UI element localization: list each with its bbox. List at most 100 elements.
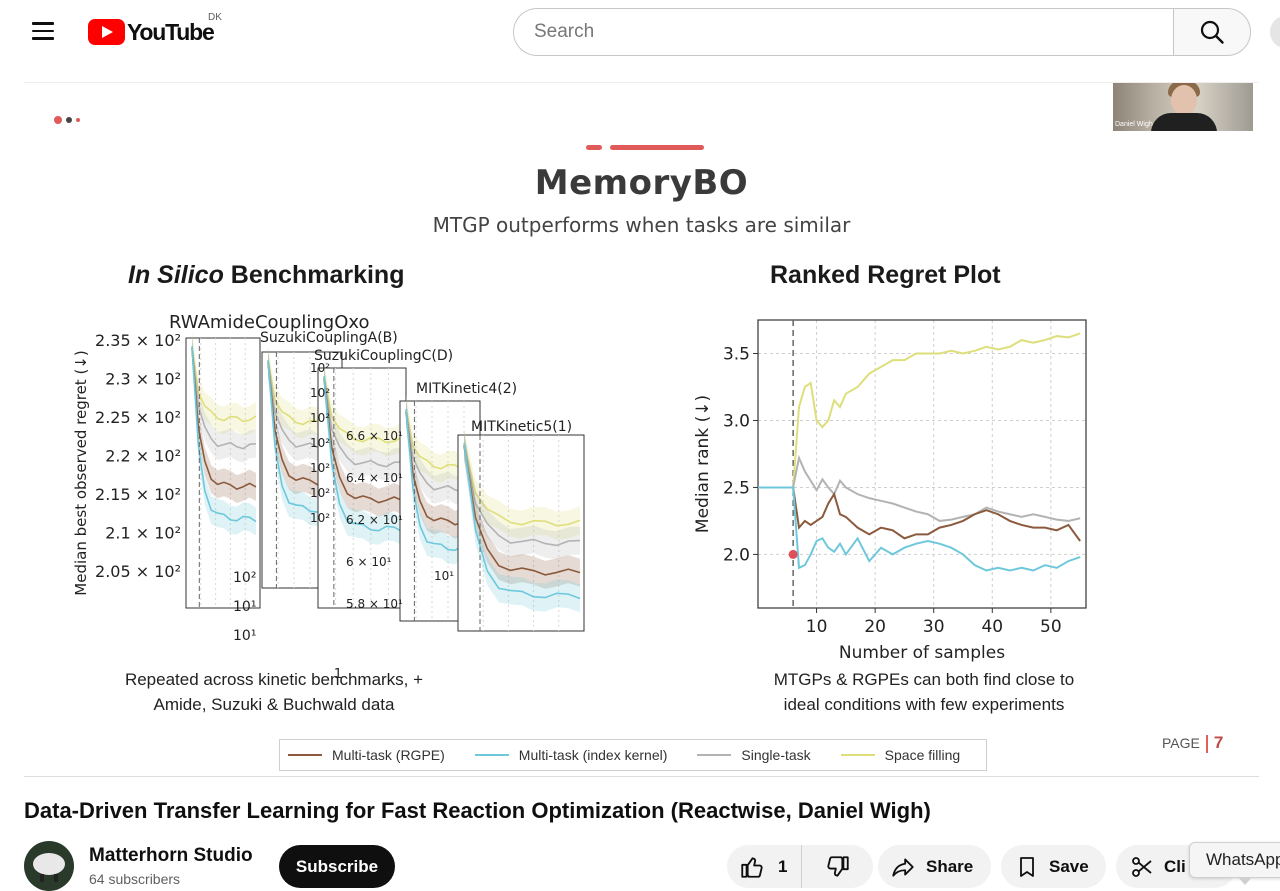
chart-legend: Multi-task (RGPE) Multi-task (index kern… xyxy=(279,739,987,771)
y-axis-label: Median rank (↓) xyxy=(693,395,713,533)
y-tick-label: 10¹ xyxy=(233,628,256,644)
channel-avatar[interactable] xyxy=(24,841,74,891)
panel-series-line xyxy=(323,378,403,504)
subscribe-button[interactable]: Subscribe xyxy=(279,845,395,888)
panel-frame xyxy=(457,434,585,632)
y-tick-label: 3.5 xyxy=(723,344,750,364)
panel-series-line xyxy=(463,443,581,600)
y-tick-label: 5.8 × 10¹ xyxy=(346,597,403,611)
panel-title: RWAmideCouplingOxo xyxy=(169,312,369,333)
legend-label: Multi-task (RGPE) xyxy=(332,747,445,763)
speaker-webcam: Daniel Wigh xyxy=(1113,83,1253,131)
thumbs-up-icon xyxy=(741,856,763,878)
logo-text: YouTube xyxy=(127,18,215,45)
y-tick-label: 10² xyxy=(310,361,330,375)
panel-series-line xyxy=(323,378,403,468)
uncertainty-band xyxy=(406,395,476,566)
benchmark-panel xyxy=(457,429,585,632)
save-button[interactable]: Save xyxy=(1001,845,1106,888)
right-caption-line2: ideal conditions with few experiments xyxy=(783,695,1065,714)
panel-series-line xyxy=(463,445,581,547)
y-tick-label: 2.2 × 10² xyxy=(105,447,181,466)
left-caption-line1: Repeated across kinetic benchmarks, + xyxy=(124,670,424,689)
legend-swatch xyxy=(288,754,322,756)
uncertainty-band xyxy=(268,346,338,527)
panel-series-line xyxy=(323,376,403,533)
y-tick-label: 10² xyxy=(233,570,256,586)
x-tick-label: 20 xyxy=(864,617,886,637)
menu-icon[interactable] xyxy=(32,22,56,42)
panel-series-line xyxy=(191,348,257,491)
country-code: DK xyxy=(208,12,222,23)
uncertainty-band xyxy=(268,348,338,499)
y-tick-label: 2.3 × 10² xyxy=(105,370,181,389)
y-tick-label: 6 × 10¹ xyxy=(346,555,392,569)
legend-item-index-kernel: Multi-task (index kernel) xyxy=(474,747,668,763)
y-tick-label: 2.35 × 10² xyxy=(95,331,181,350)
clip-label: Cli xyxy=(1164,856,1186,876)
video-player[interactable]: Daniel Wigh MemoryBO MTGP outperforms wh… xyxy=(24,82,1259,777)
title-accent-bars xyxy=(586,145,704,150)
series-line-multi-task-index-kernel- xyxy=(758,486,1081,572)
panel-series-line xyxy=(191,345,257,423)
webcam-name: Daniel Wigh xyxy=(1115,121,1153,128)
y-tick-label: 3.0 xyxy=(723,411,750,431)
account-avatar[interactable] xyxy=(1270,16,1280,48)
panel-series-line xyxy=(323,375,403,444)
y-tick-label: 2.1 × 10² xyxy=(105,524,181,543)
dislike-button[interactable] xyxy=(802,845,873,888)
series-line-single-task xyxy=(758,454,1081,522)
panel-frame xyxy=(317,367,407,609)
left-heading: In Silico Benchmarking xyxy=(128,261,404,290)
panel-title: MITKinetic4(2) xyxy=(416,381,517,397)
legend-label: Multi-task (index kernel) xyxy=(518,747,668,763)
y-tick-label: 2.05 × 10² xyxy=(95,562,181,581)
left-caption-line2: Amide, Suzuki & Buchwald data xyxy=(153,695,395,714)
x-tick-label: 50 xyxy=(1040,617,1062,637)
y-tick-label: 6.2 × 10¹ xyxy=(346,513,403,527)
y-tick-label: 2.5 xyxy=(723,478,750,498)
panel-series-line xyxy=(191,348,257,450)
left-heading-italic: In Silico xyxy=(128,261,224,289)
plot-frame xyxy=(757,319,1087,609)
search-icon xyxy=(1200,20,1224,44)
search-button[interactable] xyxy=(1173,8,1251,56)
legend-item-space-filling: Space filling xyxy=(840,747,961,763)
search-placeholder: Search xyxy=(534,21,595,42)
y-axis-label: Median best observed regret (↓) xyxy=(72,350,90,595)
thumbs-down-icon xyxy=(827,855,849,877)
like-button[interactable]: 1 xyxy=(727,845,803,888)
channel-name[interactable]: Matterhorn Studio xyxy=(89,845,253,866)
x-axis-label: Number of samples xyxy=(839,643,1005,663)
panel-series-line xyxy=(191,346,257,523)
panel-frame xyxy=(185,337,261,609)
x-tick-label: 10 xyxy=(806,617,828,637)
search-input[interactable]: Search xyxy=(513,8,1174,56)
share-button[interactable]: Share xyxy=(878,845,991,888)
legend-item-rgpe: Multi-task (RGPE) xyxy=(288,747,445,763)
uncertainty-band xyxy=(192,334,256,504)
y-tick-label: 6.4 × 10¹ xyxy=(346,471,403,485)
share-icon xyxy=(892,857,914,877)
y-tick-label: 2.15 × 10² xyxy=(95,485,181,504)
slide-subtitle: MTGP outperforms when tasks are similar xyxy=(432,213,851,237)
legend-swatch xyxy=(840,754,875,756)
youtube-logo[interactable]: YouTube DK xyxy=(88,12,222,45)
panel-title: SuzukiCouplingC(D) xyxy=(314,348,453,364)
x-tick-label: 30 xyxy=(923,617,945,637)
series-line-space-filling xyxy=(758,332,1081,489)
left-heading-rest: Benchmarking xyxy=(223,261,405,289)
share-label: Share xyxy=(926,856,974,876)
panel-title: SuzukiCouplingA(B) xyxy=(260,330,398,346)
legend-label: Space filling xyxy=(884,747,961,763)
y-tick-label: 10² xyxy=(310,411,330,425)
uncertainty-band xyxy=(464,429,580,613)
y-tick-label: 10¹ xyxy=(233,599,256,615)
y-tick-label: 10² xyxy=(310,486,330,500)
right-heading: Ranked Regret Plot xyxy=(770,261,1001,289)
y-tick-label: 2.25 × 10² xyxy=(95,408,181,427)
uncertainty-band xyxy=(324,364,402,517)
